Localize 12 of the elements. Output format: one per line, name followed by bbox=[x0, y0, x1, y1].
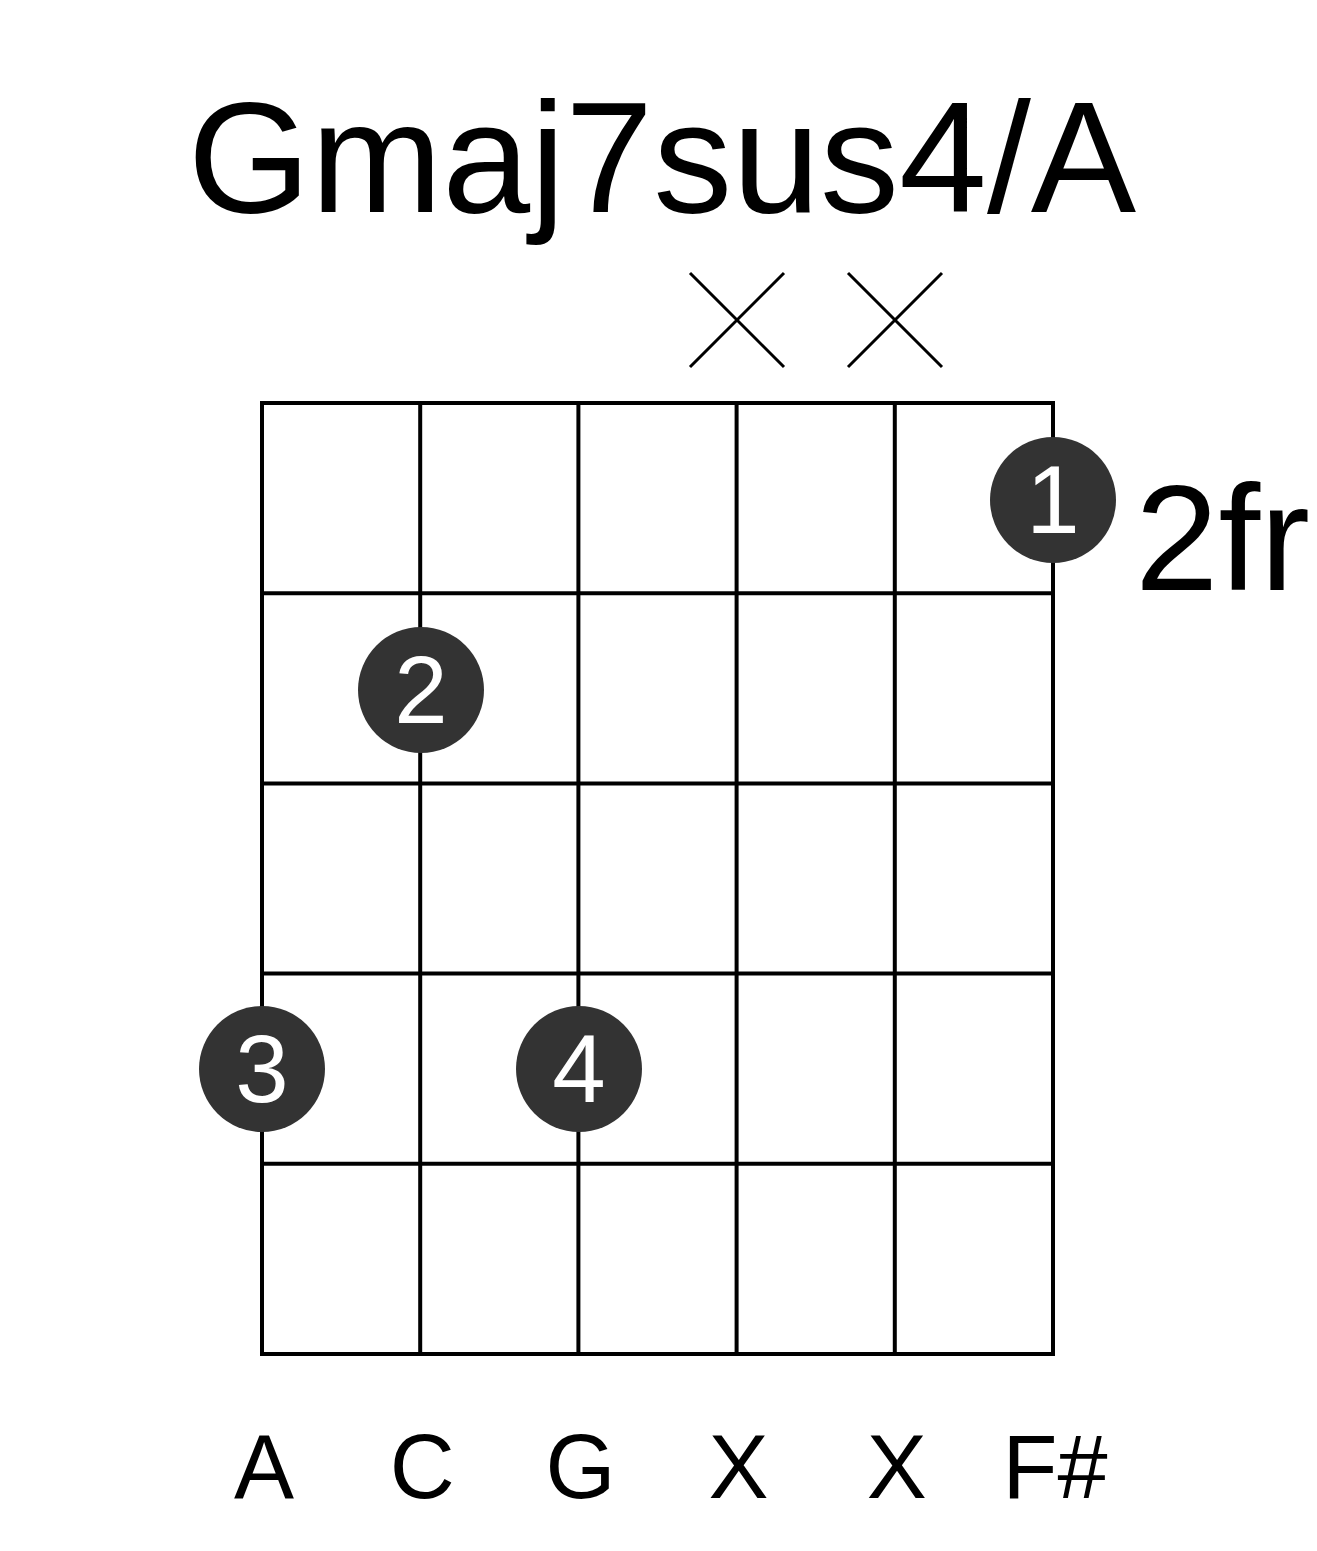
string-note: X bbox=[708, 1421, 769, 1512]
string-note: A bbox=[234, 1421, 294, 1512]
string-note: F# bbox=[1002, 1421, 1108, 1512]
finger-number: 1 bbox=[1026, 452, 1080, 548]
finger-number: 2 bbox=[394, 642, 448, 738]
finger-number: 4 bbox=[552, 1021, 606, 1117]
chord-title: Gmaj7sus4/A bbox=[187, 78, 1137, 248]
fret-number: 2fr bbox=[1135, 463, 1311, 613]
string-note: C bbox=[389, 1421, 455, 1512]
string-note: X bbox=[866, 1421, 927, 1512]
finger-number: 3 bbox=[235, 1021, 289, 1117]
string-note: G bbox=[545, 1421, 616, 1512]
